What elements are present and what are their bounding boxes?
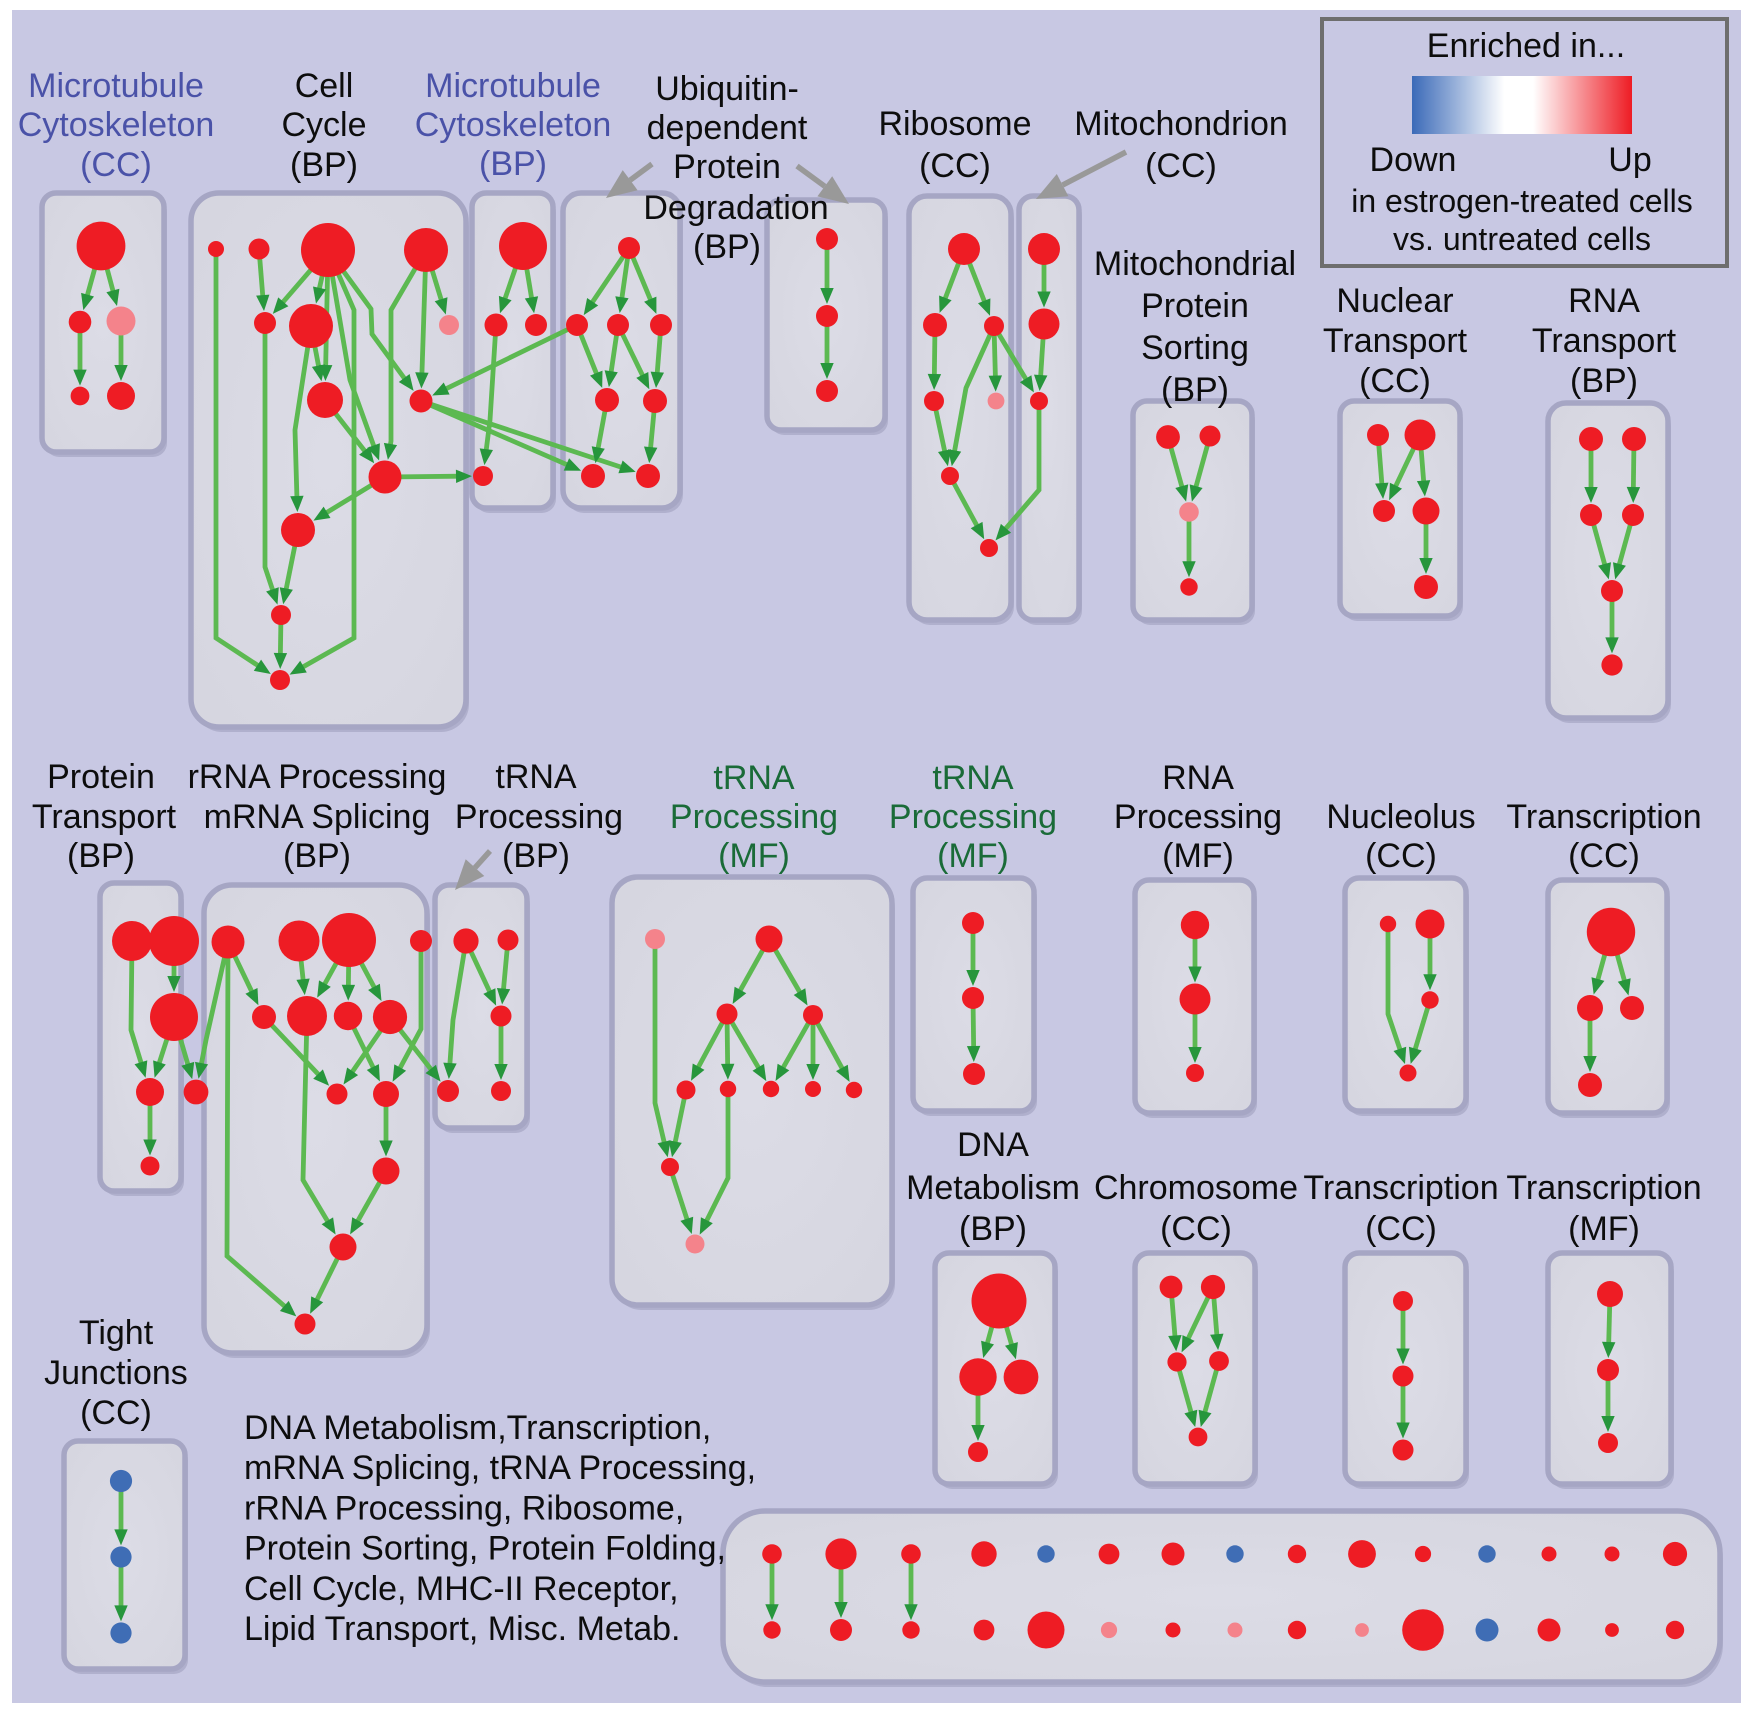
svg-text:Transcription: Transcription	[1506, 798, 1701, 836]
svg-text:(CC): (CC)	[1568, 837, 1640, 875]
svg-text:Up: Up	[1608, 141, 1651, 179]
svg-text:rRNA Processing: rRNA Processing	[188, 758, 447, 796]
svg-text:(MF): (MF)	[718, 837, 790, 875]
svg-text:Ubiquitin-: Ubiquitin-	[655, 70, 799, 108]
svg-text:(BP): (BP)	[1161, 371, 1229, 409]
svg-text:Transcription: Transcription	[1506, 1169, 1701, 1207]
svg-text:(BP): (BP)	[283, 837, 351, 875]
svg-text:RNA: RNA	[1162, 759, 1234, 797]
svg-text:(CC): (CC)	[1365, 1210, 1437, 1248]
svg-text:Processing: Processing	[670, 798, 838, 836]
svg-text:Processing: Processing	[455, 798, 623, 836]
svg-text:tRNA: tRNA	[713, 759, 795, 797]
svg-text:Cell: Cell	[295, 67, 354, 105]
svg-text:Transport: Transport	[1532, 322, 1677, 360]
svg-text:(BP): (BP)	[67, 837, 135, 875]
svg-text:(CC): (CC)	[1160, 1210, 1232, 1248]
svg-text:(BP): (BP)	[290, 146, 358, 184]
svg-text:Cytoskeleton: Cytoskeleton	[18, 106, 215, 144]
svg-text:(CC): (CC)	[80, 1394, 152, 1432]
svg-text:Protein Sorting, Protein Foldi: Protein Sorting, Protein Folding,	[244, 1530, 726, 1568]
svg-text:(CC): (CC)	[1145, 147, 1217, 185]
svg-text:Down: Down	[1370, 141, 1457, 179]
svg-text:Degradation: Degradation	[643, 189, 828, 227]
svg-text:tRNA: tRNA	[932, 759, 1014, 797]
svg-text:Cell Cycle, MHC-II Receptor,: Cell Cycle, MHC-II Receptor,	[244, 1570, 679, 1608]
svg-text:Processing: Processing	[1114, 798, 1282, 836]
svg-text:Transport: Transport	[32, 798, 177, 836]
svg-text:(CC): (CC)	[80, 146, 152, 184]
svg-text:(CC): (CC)	[1359, 362, 1431, 400]
svg-text:Enriched in...: Enriched in...	[1427, 27, 1625, 65]
svg-text:Transcription: Transcription	[1303, 1169, 1498, 1207]
svg-text:Nucleolus: Nucleolus	[1326, 798, 1475, 836]
svg-text:(BP): (BP)	[479, 145, 547, 183]
svg-text:(MF): (MF)	[1162, 837, 1234, 875]
svg-text:Cycle: Cycle	[281, 106, 366, 144]
svg-text:Cytoskeleton: Cytoskeleton	[415, 106, 612, 144]
svg-text:Ribosome: Ribosome	[878, 105, 1031, 143]
svg-text:DNA Metabolism,Transcription,: DNA Metabolism,Transcription,	[244, 1409, 711, 1447]
svg-text:(BP): (BP)	[959, 1210, 1027, 1248]
svg-text:(BP): (BP)	[1570, 362, 1638, 400]
svg-text:in estrogen-treated cells: in estrogen-treated cells	[1351, 183, 1693, 219]
svg-text:Nuclear: Nuclear	[1336, 282, 1453, 320]
svg-text:Junctions: Junctions	[44, 1354, 188, 1392]
svg-text:(CC): (CC)	[919, 147, 991, 185]
svg-text:(CC): (CC)	[1365, 837, 1437, 875]
svg-text:mRNA Splicing, tRNA Processing: mRNA Splicing, tRNA Processing,	[244, 1449, 756, 1487]
svg-text:Protein: Protein	[1141, 287, 1249, 325]
svg-text:Tight: Tight	[79, 1314, 154, 1352]
svg-text:DNA: DNA	[957, 1126, 1029, 1164]
svg-text:Chromosome: Chromosome	[1094, 1169, 1298, 1207]
svg-text:dependent: dependent	[647, 109, 808, 147]
svg-text:Mitochondrial: Mitochondrial	[1094, 245, 1296, 283]
svg-text:Protein: Protein	[673, 148, 781, 186]
svg-text:Transport: Transport	[1323, 322, 1468, 360]
svg-text:Processing: Processing	[889, 798, 1057, 836]
svg-text:vs. untreated cells: vs. untreated cells	[1393, 221, 1651, 257]
svg-text:(BP): (BP)	[693, 228, 761, 266]
svg-text:Protein: Protein	[47, 758, 155, 796]
svg-text:RNA: RNA	[1568, 282, 1640, 320]
svg-text:mRNA Splicing: mRNA Splicing	[204, 798, 431, 836]
svg-text:Lipid Transport, Misc. Metab.: Lipid Transport, Misc. Metab.	[244, 1610, 681, 1648]
svg-text:Microtubule: Microtubule	[28, 67, 204, 105]
svg-text:tRNA: tRNA	[495, 758, 577, 796]
svg-text:(BP): (BP)	[502, 837, 570, 875]
svg-text:Mitochondrion: Mitochondrion	[1074, 105, 1288, 143]
svg-text:(MF): (MF)	[1568, 1210, 1640, 1248]
svg-text:(MF): (MF)	[937, 837, 1009, 875]
svg-text:rRNA Processing, Ribosome,: rRNA Processing, Ribosome,	[244, 1489, 684, 1527]
svg-text:Metabolism: Metabolism	[906, 1169, 1080, 1207]
svg-text:Sorting: Sorting	[1141, 329, 1249, 367]
svg-text:Microtubule: Microtubule	[425, 67, 601, 105]
